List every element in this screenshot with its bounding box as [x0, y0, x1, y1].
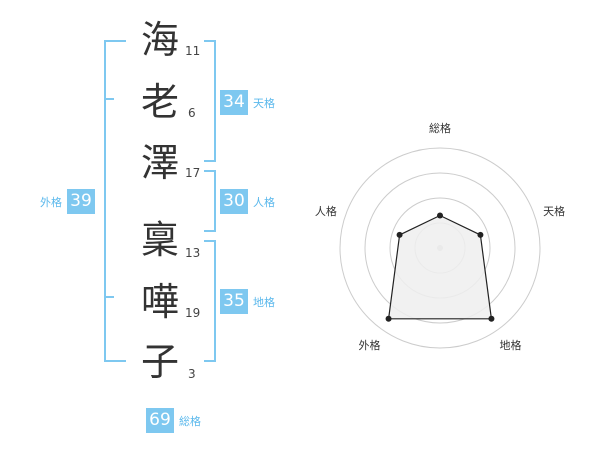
jinkaku-tag: 30 人格	[220, 189, 275, 214]
gaikaku-bracket-tick-upper	[104, 98, 114, 100]
radar-axis-label-2: 天格	[543, 204, 565, 218]
radar-axis-label-3: 地格	[500, 338, 522, 352]
name-char-5: 嘩	[140, 280, 179, 324]
radar-ring-3	[364, 172, 516, 324]
chikaku-bracket	[204, 240, 216, 362]
name-char-4: 稟	[140, 218, 179, 262]
gaikaku-score: 39	[67, 189, 95, 214]
name-char-3: 澤	[140, 141, 179, 185]
soukaku-tag: 69 総格	[146, 408, 201, 433]
radar-axis-label-1: 総格	[429, 121, 451, 135]
radar-point-2	[477, 231, 484, 238]
soukaku-score: 69	[146, 408, 174, 433]
tenkaku-score: 34	[220, 90, 248, 115]
tenkaku-tag: 34 天格	[220, 90, 275, 115]
stroke-count-6: 3	[188, 367, 196, 381]
stroke-count-5: 19	[185, 306, 201, 320]
chikaku-label: 地格	[253, 295, 275, 309]
gaikaku-label: 外格	[40, 195, 62, 209]
stroke-count-1: 11	[185, 44, 201, 58]
stroke-count-2: 6	[188, 106, 196, 120]
gaikaku-tag: 外格 39	[40, 189, 95, 214]
jinkaku-label: 人格	[253, 195, 275, 209]
radar-point-3	[488, 315, 495, 322]
stroke-count-4: 13	[185, 246, 201, 260]
tenkaku-label: 天格	[253, 96, 275, 110]
name-char-2: 老	[140, 80, 179, 124]
soukaku-label: 総格	[179, 414, 201, 428]
tenkaku-bracket	[204, 40, 216, 162]
radar-point-5	[396, 231, 403, 238]
radar-axis-label-4: 外格	[359, 338, 381, 352]
stroke-count-3: 17	[185, 166, 201, 180]
radar-ring-4	[339, 147, 541, 349]
jinkaku-score: 30	[220, 189, 248, 214]
radar-axis-label-5: 人格	[315, 204, 337, 218]
radar-point-4	[385, 315, 392, 322]
radar-point-1	[437, 212, 443, 219]
chikaku-score: 35	[220, 289, 248, 314]
gaikaku-bracket	[104, 40, 126, 362]
name-char-1: 海	[140, 18, 179, 62]
name-char-6: 子	[140, 340, 179, 384]
gaikaku-bracket-tick-lower	[104, 296, 114, 298]
jinkaku-bracket	[204, 170, 216, 232]
radar-data-polygon	[387, 214, 493, 320]
chikaku-tag: 35 地格	[220, 289, 275, 314]
